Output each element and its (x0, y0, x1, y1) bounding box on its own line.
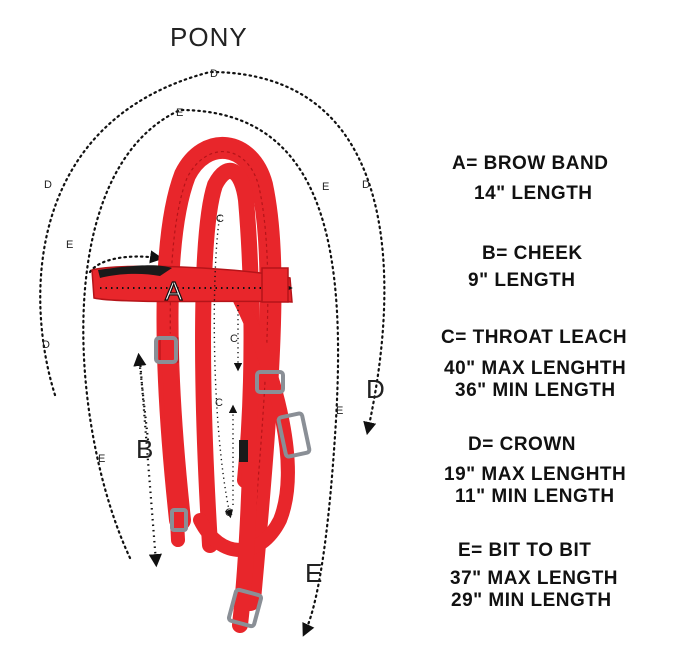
label-b: B (136, 434, 153, 464)
legend-b-heading: B= CHEEK (482, 243, 583, 264)
brow-band-lining (98, 265, 172, 278)
diagram-title: PONY (170, 22, 248, 52)
brand-tag (239, 440, 248, 462)
legend-a-heading: A= BROW BAND (452, 153, 609, 174)
label-d-top: D (210, 68, 218, 80)
legend-c-line-1: 40" MAX LENGHTH (444, 358, 627, 379)
legend-b-line-1: 9" LENGTH (468, 270, 576, 291)
label-e-left-lower: E (98, 453, 105, 465)
label-d-left-lower: D (42, 339, 50, 351)
throat-latch-strap (193, 293, 295, 557)
legend-e-line-1: 37" MAX LENGTH (450, 568, 619, 589)
legend-c-heading: C= THROAT LEACH (441, 327, 628, 348)
throat-latch-measure-line (213, 214, 234, 519)
legend-e-heading: E= BIT TO BIT (458, 540, 592, 561)
crown-measure-line (39, 70, 386, 436)
legend-d-line-2: 11" MIN LENGTH (455, 486, 615, 507)
brow-band-start-arrow (88, 250, 164, 274)
lower-strap (232, 462, 258, 633)
label-c-top: C (216, 213, 224, 225)
label-e-right-upper: E (322, 181, 329, 193)
crown-strap-inner (195, 163, 260, 553)
label-d-left-upper: D (44, 179, 52, 191)
label-a: A (165, 276, 183, 306)
cheek-strap (161, 333, 185, 547)
label-c-mid: C (230, 333, 238, 345)
legend-a-line-1: 14" LENGTH (474, 183, 593, 204)
label-c-low: C (215, 397, 223, 409)
label-e-bottom: E (305, 558, 322, 588)
label-e-right-lower: E (336, 405, 343, 417)
legend-c-line-2: 36" MIN LENGTH (455, 380, 616, 401)
label-e-left-upper: E (66, 239, 73, 251)
buckle-icon (154, 336, 312, 629)
label-d-right-upper: D (362, 179, 370, 191)
cheek-measure-line (138, 359, 162, 568)
label-e-top: E (176, 107, 183, 119)
legend-d-line-1: 19" MAX LENGHTH (444, 464, 627, 485)
legend-e-line-2: 29" MIN LENGTH (451, 590, 612, 611)
label-c-bottom: C (225, 507, 233, 519)
brow-keeper (261, 267, 289, 303)
bit-to-bit-measure-line (82, 108, 340, 637)
label-d-right: D (366, 374, 385, 404)
legend-d-heading: D= CROWN (468, 434, 576, 455)
